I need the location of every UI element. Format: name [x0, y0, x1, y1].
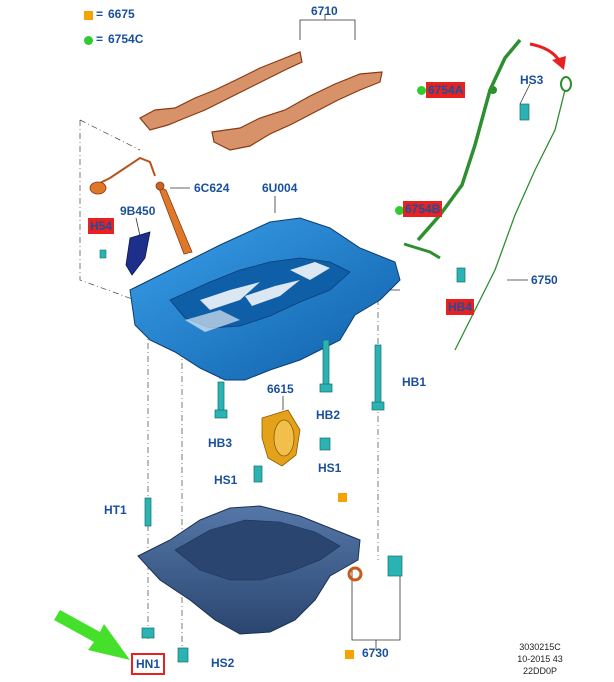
bolt-hb3-head — [214, 409, 228, 419]
callout-hs1-left: HS1 — [214, 473, 238, 487]
callout-hs3: HS3 — [520, 73, 544, 87]
legend-square-icon — [84, 11, 93, 20]
center-line-b — [79, 119, 141, 151]
bolt-hb3 — [217, 381, 225, 413]
oil-pan-gaskets — [139, 51, 383, 151]
oil-level-sensor — [155, 181, 193, 255]
oil-pan-lower — [137, 505, 361, 635]
bolt-hs3 — [519, 103, 530, 121]
leader-9b450 — [135, 217, 141, 237]
stud-ht1 — [144, 497, 152, 527]
callout-hs2: HS2 — [211, 656, 235, 670]
callout-6754b: 6754B — [403, 201, 443, 217]
bolt-hs1-left — [253, 465, 263, 483]
bracket-6730 — [351, 570, 401, 641]
ref-line-3: 22DD0P — [522, 666, 558, 676]
leader-hs3 — [519, 83, 531, 105]
callout-6c624: 6C624 — [194, 181, 230, 195]
bolt-hb2 — [322, 339, 330, 387]
legend-square-code: 6675 — [108, 7, 135, 21]
legend-square-equals: = — [96, 7, 104, 21]
bolt-hs2 — [177, 647, 189, 663]
bolt-hs1-right — [319, 437, 331, 451]
oil-pan-upper — [129, 217, 401, 381]
callout-hb1: HB1 — [402, 375, 427, 389]
callout-hs1-right: HS1 — [318, 461, 342, 475]
nut-hn1 — [141, 627, 155, 639]
bolt-hb1 — [374, 344, 382, 404]
bracket-6710 — [299, 19, 356, 40]
callout-h54: H54 — [88, 218, 115, 234]
callout-6u004: 6U004 — [262, 181, 298, 195]
legend-circle-icon — [84, 36, 93, 45]
callout-hb3: HB3 — [208, 436, 233, 450]
bolt-hb2-head — [319, 383, 333, 393]
bolt-h54 — [99, 249, 107, 259]
center-line-a — [79, 120, 136, 301]
legend-circle-code: 6754C — [108, 32, 144, 46]
ref-line-1: 3030215C — [519, 642, 561, 652]
rotate-arrow-head — [552, 56, 566, 70]
indicator-arrow — [54, 610, 130, 660]
callout-square-icon-upper — [338, 493, 347, 502]
callout-square-icon-lower — [345, 650, 354, 659]
gasket-right — [211, 71, 383, 151]
dipstick — [454, 76, 572, 351]
bolt-hb4 — [456, 267, 466, 283]
fasteners — [141, 103, 530, 663]
callout-6754a-dot-icon — [417, 86, 426, 95]
callout-hn1: HN1 — [131, 653, 166, 675]
dipstick-tube — [403, 38, 522, 260]
ref-line-2: 10-2015 43 — [517, 654, 563, 664]
callout-6754a: 6754A — [426, 82, 466, 98]
drain-plug-washer — [347, 566, 363, 582]
drain-plug — [387, 555, 403, 577]
callout-6615: 6615 — [267, 382, 294, 396]
gasket-left — [139, 51, 303, 131]
bolt-hb1-head — [371, 401, 385, 411]
callout-6730: 6730 — [362, 646, 389, 660]
callout-hb4: HB4 — [446, 299, 475, 315]
callout-6710: 6710 — [311, 4, 338, 18]
callout-6754b-dot-icon — [395, 206, 404, 215]
callout-hb2: HB2 — [316, 408, 341, 422]
callout-9b450: 9B450 — [120, 204, 156, 218]
callout-6750: 6750 — [531, 273, 558, 287]
oil-pump-screen — [261, 409, 301, 467]
wiring-harness — [89, 156, 156, 276]
legend-circle-equals: = — [96, 32, 104, 46]
callout-ht1: HT1 — [104, 503, 127, 517]
